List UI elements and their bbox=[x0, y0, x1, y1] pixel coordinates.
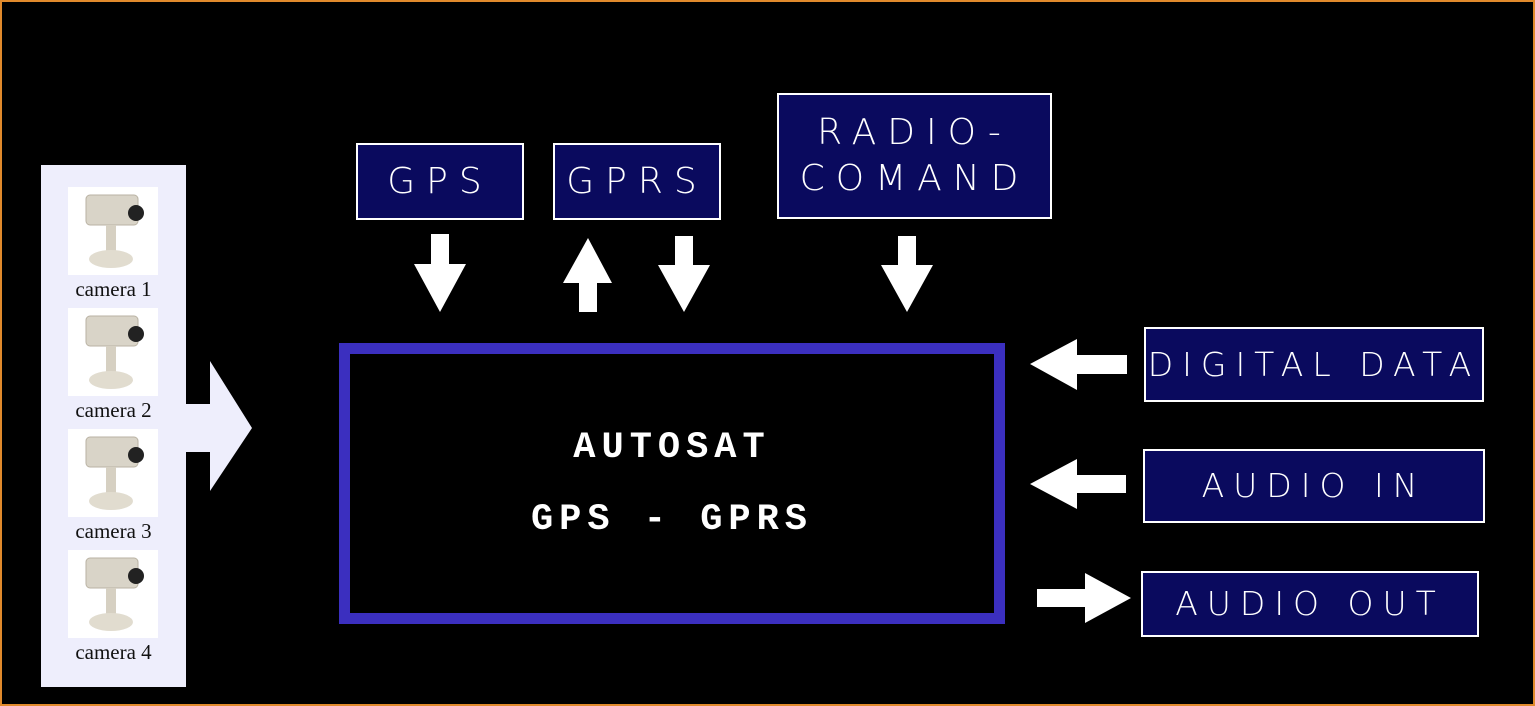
radio-comand-label-line2: COMAND bbox=[799, 158, 1030, 199]
camera-panel: camera 1 camera 2 camera 3 bbox=[41, 165, 186, 687]
camera-label: camera 4 bbox=[75, 640, 152, 664]
camera-label: camera 2 bbox=[75, 398, 152, 422]
camera-label: camera 1 bbox=[75, 277, 152, 301]
audio-in-label: AUDIO IN bbox=[1201, 466, 1427, 505]
gps-module-label: GPS bbox=[387, 160, 493, 202]
camera-icon bbox=[68, 308, 158, 396]
audio-out-label: AUDIO OUT bbox=[1175, 584, 1445, 623]
autosat-core-unit: AUTOSAT GPS - GPRS bbox=[339, 343, 1005, 624]
digital-data-label: DIGITAL DATA bbox=[1147, 344, 1481, 384]
gprs-module: GPRS bbox=[553, 143, 721, 220]
gprs-module-label: GPRS bbox=[566, 160, 708, 202]
camera-label: camera 3 bbox=[75, 519, 152, 543]
audio-in-module: AUDIO IN bbox=[1143, 449, 1485, 523]
camera-icon bbox=[68, 429, 158, 517]
radio-comand-module: RADIO- COMAND bbox=[777, 93, 1052, 219]
core-title: AUTOSAT bbox=[573, 426, 771, 469]
camera-icon bbox=[68, 187, 158, 275]
gps-module: GPS bbox=[356, 143, 524, 220]
digital-data-module: DIGITAL DATA bbox=[1144, 327, 1484, 402]
radio-comand-label-line1: RADIO- bbox=[817, 112, 1012, 153]
camera-icon bbox=[68, 550, 158, 638]
audio-out-module: AUDIO OUT bbox=[1141, 571, 1479, 637]
core-subtitle: GPS - GPRS bbox=[530, 498, 814, 541]
